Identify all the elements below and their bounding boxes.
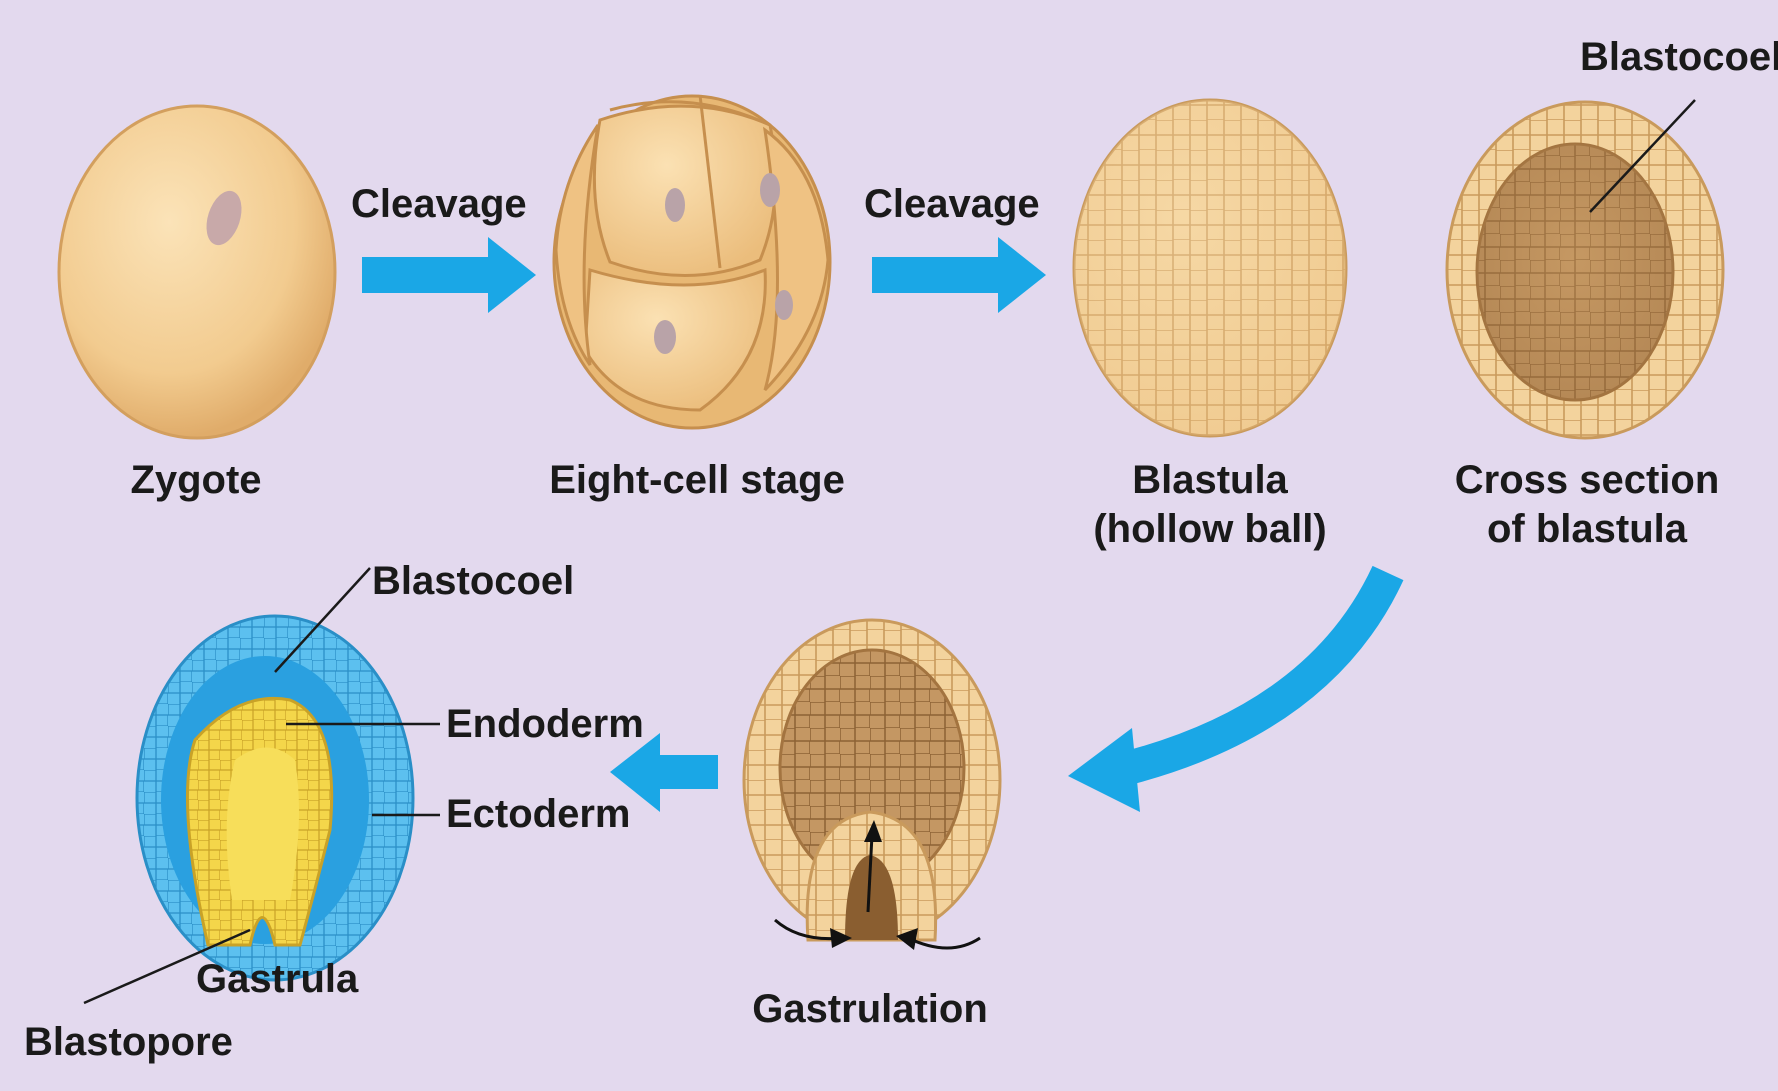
blastula-illustration — [1074, 100, 1346, 436]
label-blastula: Blastula — [1132, 456, 1288, 504]
label-blastocoel-top: Blastocoel — [1580, 33, 1778, 81]
label-endoderm: Endoderm — [446, 700, 644, 748]
eight-cell-illustration — [554, 95, 830, 428]
arrow-cleavage-2 — [872, 237, 1046, 313]
label-gastrula: Gastrula — [196, 955, 358, 1003]
label-ectoderm: Ectoderm — [446, 790, 631, 838]
label-zygote: Zygote — [130, 456, 261, 504]
label-cross-section: Cross section — [1455, 456, 1720, 504]
label-hollow-ball: (hollow ball) — [1093, 505, 1326, 553]
label-cleavage-1: Cleavage — [351, 180, 527, 228]
arrow-cleavage-1 — [362, 237, 536, 313]
label-blastocoel-gastrula: Blastocoel — [372, 557, 574, 605]
blastula-cross-section-illustration — [1447, 102, 1723, 438]
label-of-blastula: of blastula — [1487, 505, 1687, 553]
arrow-curved-to-gastrulation — [1068, 573, 1388, 812]
zygote-illustration — [59, 106, 335, 438]
label-cleavage-2: Cleavage — [864, 180, 1040, 228]
label-blastopore: Blastopore — [24, 1018, 233, 1066]
label-gastrulation: Gastrulation — [752, 985, 988, 1033]
gastrulation-illustration — [744, 620, 1000, 950]
label-eight-cell-stage: Eight-cell stage — [549, 456, 845, 504]
